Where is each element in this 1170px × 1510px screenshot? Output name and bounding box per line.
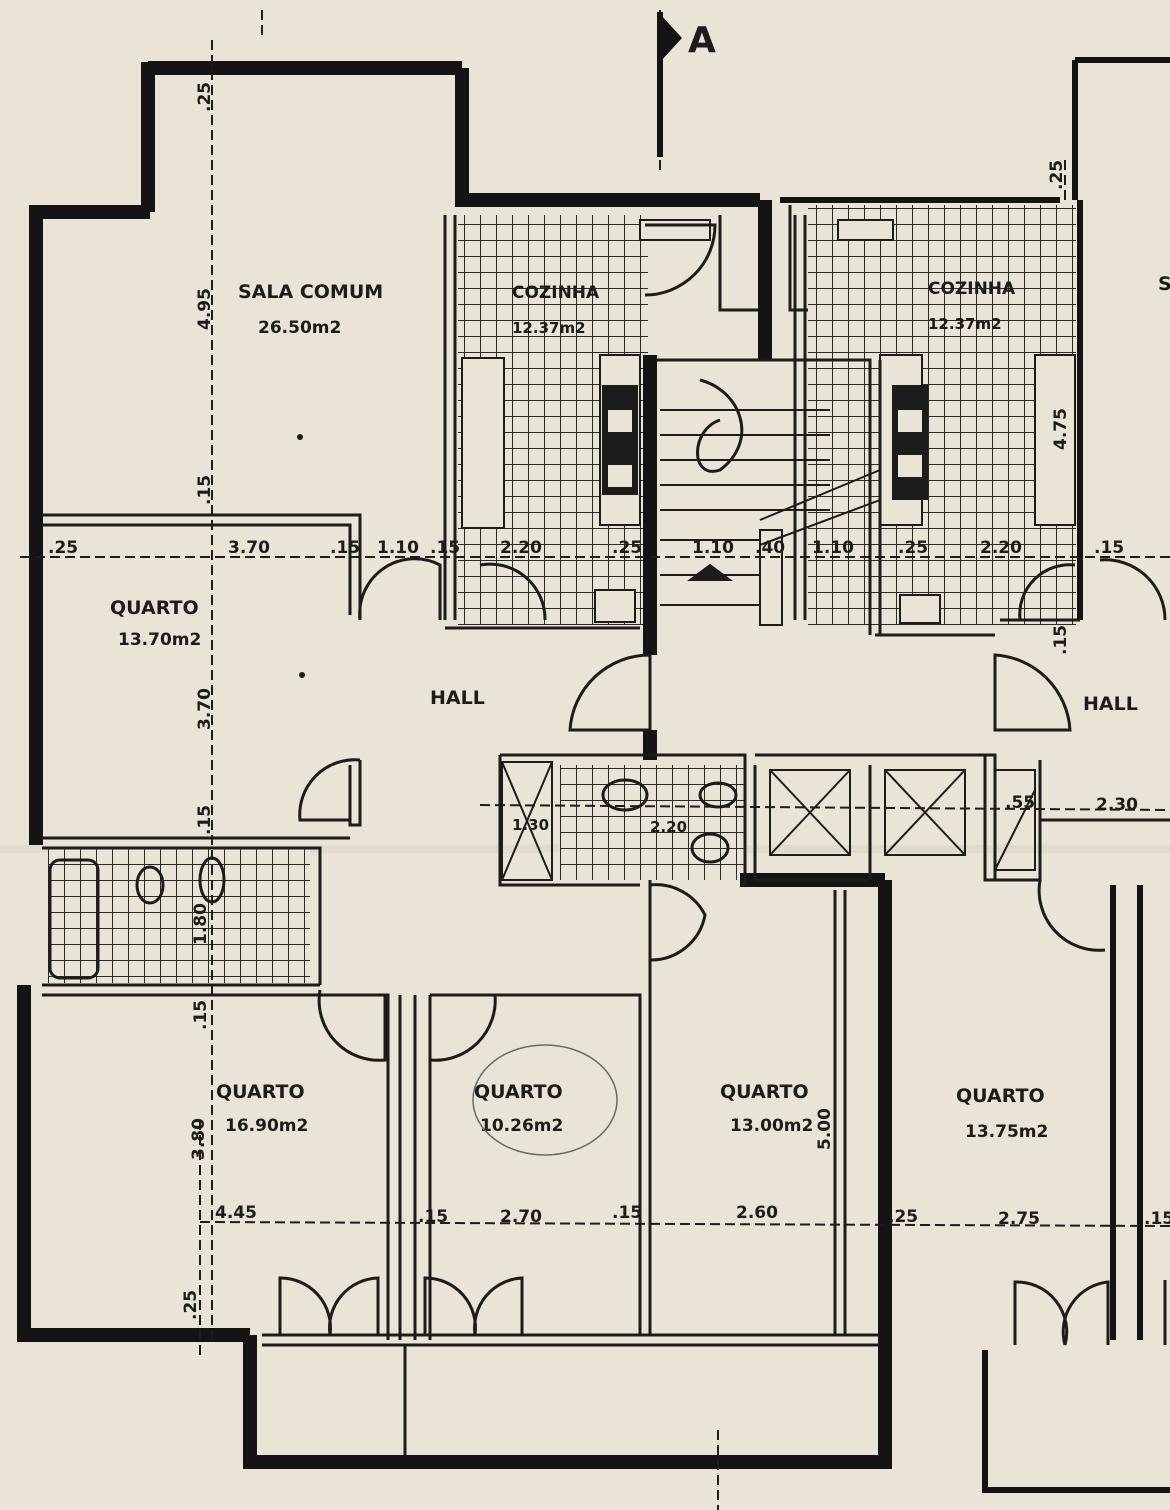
door-swings — [278, 223, 1167, 1346]
room-name-quarto-d: QUARTO — [720, 1081, 809, 1103]
room-area-cozinha-right: 12.37m2 — [928, 315, 1002, 333]
dimension-row-1: .25 3.70 .15 1.10 .15 2.20 .25 1.10 .40 … — [48, 538, 1124, 558]
room-name-cozinha-right: COZINHA — [928, 279, 1016, 299]
room-name-quarto-e: QUARTO — [956, 1085, 1045, 1107]
toilet-icon — [135, 865, 165, 905]
vertical-dimensions: .25 4.95 .15 3.70 .15 1.80 .15 3.80 .25 … — [181, 82, 1071, 1320]
dim-r3-3: .15 — [612, 1203, 642, 1223]
dim-r2-2: .55 — [1005, 793, 1035, 813]
dim-r3-7: .15 — [1144, 1209, 1170, 1229]
interior-walls — [42, 205, 1170, 1455]
stove-burners — [608, 410, 922, 487]
dim-v-bath: 1.80 — [191, 903, 211, 945]
dim-v-kitchen: 4.75 — [1051, 408, 1071, 450]
dim-r3-1: .15 — [418, 1207, 448, 1227]
dim-r1-0: .25 — [48, 538, 78, 558]
dim-v-lower: 3.80 — [189, 1118, 209, 1160]
dim-r1-4: .15 — [430, 538, 460, 558]
dim-v-mid: 5.00 — [815, 1108, 835, 1150]
toilet-icon-center — [690, 832, 730, 864]
dim-r1-3: 1.10 — [377, 538, 419, 558]
dim-v-quarto: 3.70 — [195, 688, 215, 730]
room-labels: SALA COMUM 26.50m2 COZINHA 12.37m2 COZIN… — [110, 273, 1170, 1142]
dim-r1-10: .25 — [898, 538, 928, 558]
dim-r1-6: .25 — [612, 538, 642, 558]
dimension-row-3: 4.45 .15 2.70 .15 2.60 .25 2.75 .15 — [215, 1203, 1170, 1229]
dim-r2-3: 2.30 — [1096, 795, 1138, 815]
kitchen-right-tiles — [808, 205, 1076, 625]
mark-dot — [299, 672, 305, 678]
room-name-hall-left: HALL — [430, 687, 485, 709]
bidet-icon-center — [698, 781, 738, 809]
dim-v-top: .25 — [195, 82, 215, 112]
dim-v-15b: .15 — [195, 805, 215, 835]
dim-v-sala: 4.95 — [195, 288, 215, 330]
bathroom-left-tiles — [48, 848, 310, 983]
room-name-hall-right: HALL — [1083, 693, 1138, 715]
dim-v-15c: .15 — [191, 1000, 211, 1030]
section-marker: A — [657, 12, 716, 157]
sink-icon — [601, 778, 649, 812]
dim-r2-0: 1.30 — [512, 816, 549, 834]
room-name-sala: SALA COMUM — [238, 281, 383, 303]
room-area-quarto-a: 13.70m2 — [118, 630, 201, 650]
shaft-crosses — [501, 761, 1036, 881]
dim-v-15a: .15 — [195, 475, 215, 505]
dim-r1-2: .15 — [330, 538, 360, 558]
dim-r2-1: 2.20 — [650, 818, 687, 836]
bathtub-icon — [48, 858, 100, 980]
hand-drawn-circle — [472, 1044, 618, 1156]
secondary-walls — [780, 57, 1170, 1493]
dim-v-bottom: .25 — [181, 1290, 201, 1320]
dim-r1-9: 1.10 — [812, 538, 854, 558]
dim-r1-7: 1.10 — [692, 538, 734, 558]
dim-r1-8: .40 — [755, 538, 785, 558]
dim-r1-12: .15 — [1094, 538, 1124, 558]
room-name-quarto-a: QUARTO — [110, 597, 199, 619]
room-area-cozinha-left: 12.37m2 — [512, 319, 586, 337]
mark-dot — [297, 434, 303, 440]
dim-r3-0: 4.45 — [215, 1203, 257, 1223]
section-marker-label: A — [688, 20, 716, 61]
dim-r3-2: 2.70 — [500, 1207, 542, 1227]
dim-r1-1: 3.70 — [228, 538, 270, 558]
room-partial-label: S — [1158, 273, 1170, 295]
dim-r3-4: 2.60 — [736, 1203, 778, 1223]
dim-r3-6: 2.75 — [998, 1209, 1040, 1229]
room-area-quarto-d: 13.00m2 — [730, 1116, 813, 1136]
room-area-quarto-e: 13.75m2 — [965, 1122, 1048, 1142]
dim-r1-11: 2.20 — [980, 538, 1022, 558]
dim-r1-5: 2.20 — [500, 538, 542, 558]
dim-v-topright: .25 — [1047, 160, 1067, 190]
room-area-quarto-b: 16.90m2 — [225, 1116, 308, 1136]
room-name-quarto-c: QUARTO — [474, 1081, 563, 1103]
kitchen-counters — [461, 219, 1076, 624]
room-name-quarto-b: QUARTO — [216, 1081, 305, 1103]
room-name-cozinha-left: COZINHA — [512, 283, 600, 303]
staircase — [660, 378, 881, 626]
room-area-quarto-c: 10.26m2 — [480, 1116, 563, 1136]
dim-r3-5: .25 — [888, 1207, 918, 1227]
dim-v-small-right: .15 — [1051, 625, 1071, 655]
dimension-row-2: 1.30 2.20 .55 2.30 — [512, 793, 1138, 836]
room-area-sala: 26.50m2 — [258, 318, 341, 338]
